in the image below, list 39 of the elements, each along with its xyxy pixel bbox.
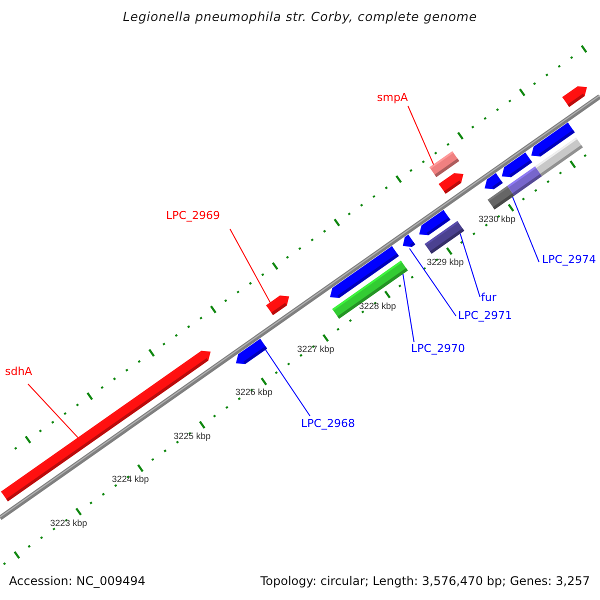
leader-line — [408, 106, 434, 165]
gene-feature — [562, 86, 587, 107]
leader-line — [402, 273, 414, 342]
scale-label: 3223 kbp — [50, 518, 88, 528]
scale-label: 3224 kbp — [112, 474, 149, 484]
scale-label: 3230 kbp — [478, 214, 516, 224]
genome-info-text: Topology: circular; Length: 3,576,470 bp; Genes: 3,257 — [260, 574, 590, 588]
scale-label: 3227 kbp — [297, 344, 334, 354]
gene-label: smpA — [377, 91, 408, 104]
gene-feature — [1, 350, 211, 502]
scale-label: 3226 kbp — [235, 387, 272, 398]
scale-label: 3229 kbp — [426, 257, 464, 268]
gene-feature — [266, 296, 290, 316]
gene-feature — [402, 234, 416, 248]
scale-label: 3225 kbp — [174, 430, 211, 441]
leader-line — [512, 196, 540, 262]
gene-label: LPC_2970 — [411, 342, 465, 355]
gene-feature — [330, 246, 399, 298]
gene-label: sdhA — [5, 365, 32, 378]
scale-label: 3228 kbp — [358, 300, 396, 311]
gene-feature — [438, 173, 464, 194]
gene-label: LPC_2969 — [166, 209, 220, 222]
gene-label: fur — [481, 291, 496, 304]
accession-text: Accession: NC_009494 — [9, 574, 146, 588]
gene-feature — [507, 166, 542, 196]
gene-label: LPC_2968 — [301, 417, 355, 430]
gene-feature — [429, 151, 460, 178]
leader-line — [265, 349, 310, 416]
gene-label: LPC_2971 — [458, 309, 512, 322]
gene-feature — [419, 210, 450, 236]
gene-feature — [484, 173, 503, 190]
gene-label: LPC_2974 — [542, 253, 596, 266]
gene-feature — [236, 338, 268, 364]
leader-line — [460, 233, 480, 298]
gene-feature — [531, 122, 575, 157]
leader-line — [409, 248, 456, 316]
leader-line — [230, 228, 271, 303]
title: Legionella pneumophila str. Corby, complete genome — [122, 9, 478, 24]
leader-line — [28, 384, 78, 438]
